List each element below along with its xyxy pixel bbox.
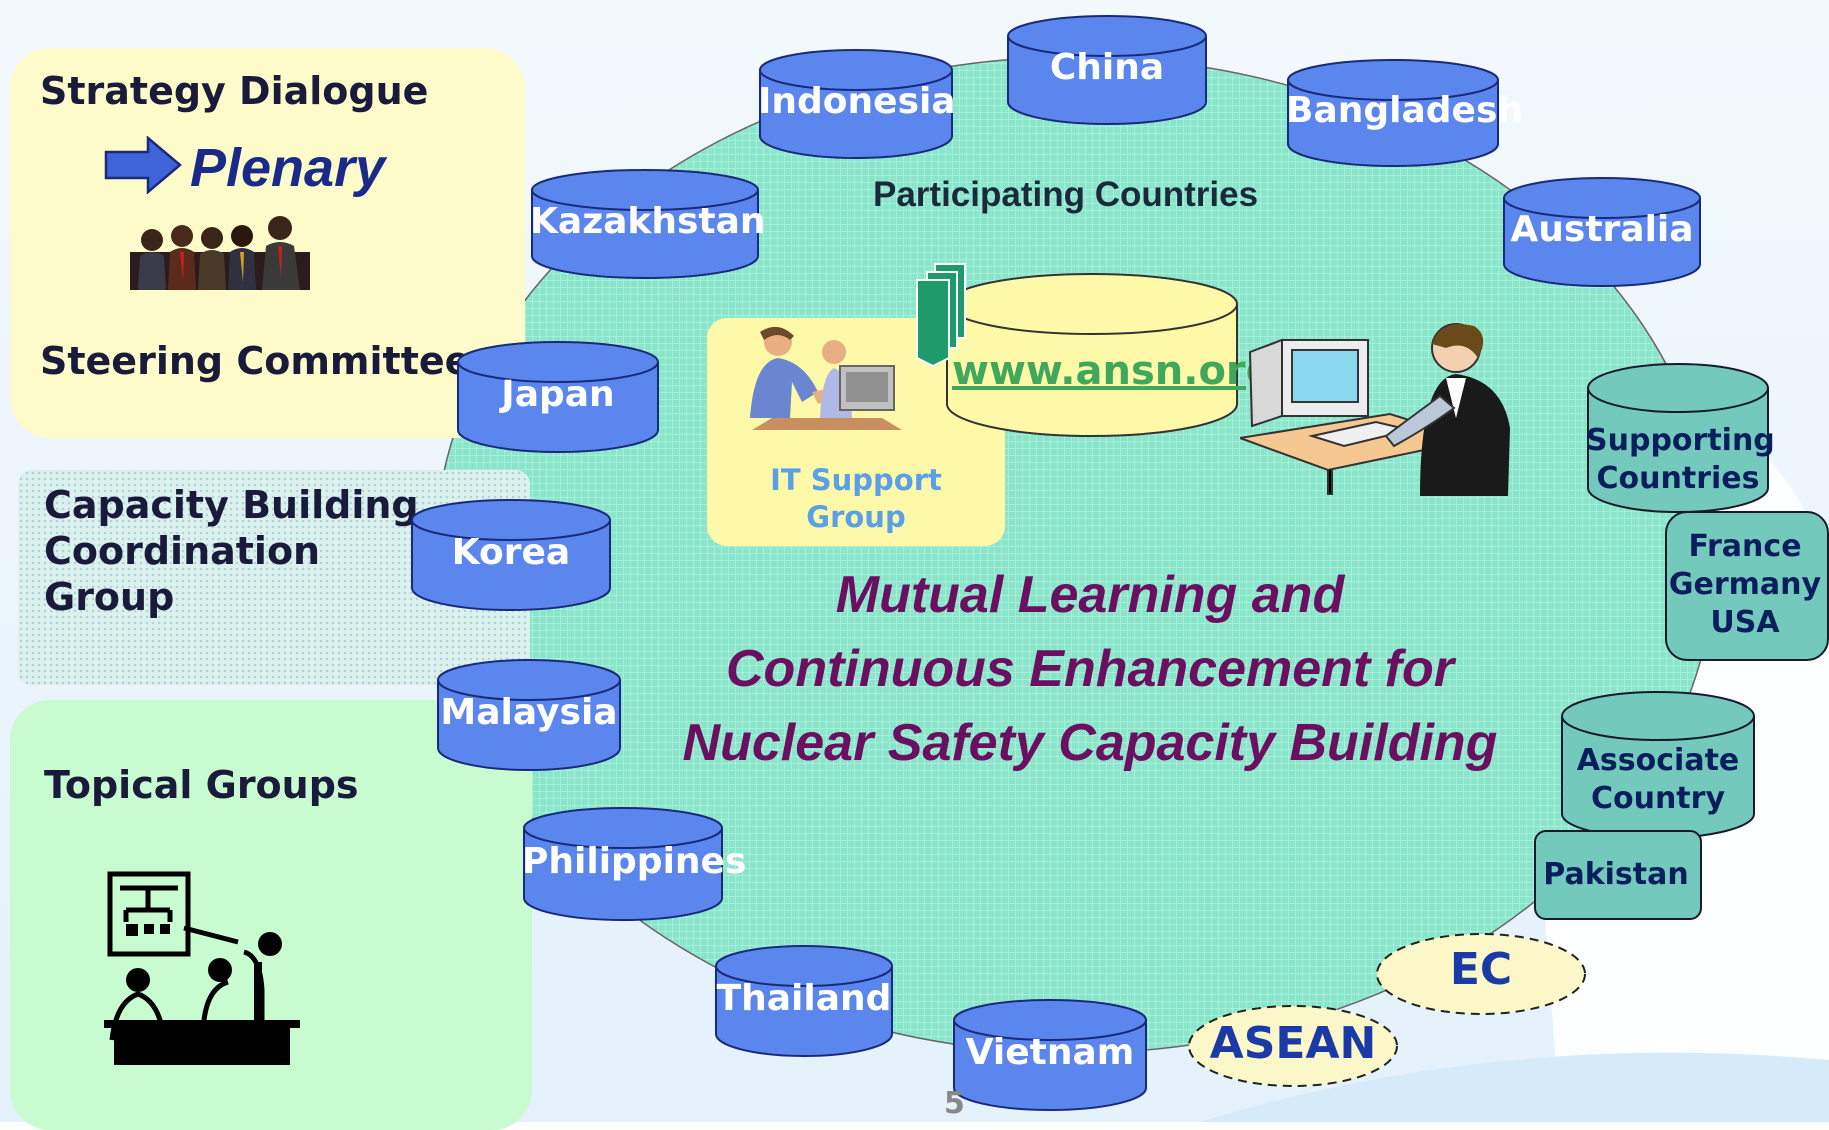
capacity-building-label: Capacity Building Coordination Group: [44, 483, 419, 619]
governance-panel: [10, 48, 525, 438]
country-label: Japan: [501, 374, 615, 415]
org-ec: EC: [1449, 944, 1513, 995]
plenary-label: Plenary: [190, 138, 386, 198]
supporting-members-list: France Germany USA: [1665, 528, 1825, 642]
right-arrow-icon: [104, 136, 182, 194]
country-cylinder-shape: [523, 807, 723, 921]
ansn-database-icon: [946, 273, 1238, 437]
steering-committee-label: Steering Committee: [40, 339, 471, 383]
country-label: Kazakhstan: [530, 201, 766, 242]
country-thailand: Thailand: [714, 944, 894, 1057]
center-text-line-3: Nuclear Safety Capacity Building: [682, 714, 1498, 772]
country-cylinder-shape: [531, 169, 759, 279]
country-label: Australia: [1510, 209, 1694, 250]
country-cylinder-shape: [1287, 59, 1499, 167]
pakistan-box: [1534, 830, 1702, 920]
center-text-line-1: Mutual Learning and: [835, 566, 1345, 624]
country-label: Malaysia: [440, 692, 618, 733]
participating-countries-label: Participating Countries: [873, 175, 1259, 214]
supporting-countries-cylinder: [1587, 363, 1769, 513]
associate-member-pakistan: Pakistan: [1543, 857, 1689, 892]
country-label: Vietnam: [965, 1032, 1135, 1073]
presentation-meeting-icon: [104, 871, 300, 1065]
country-label: China: [1049, 47, 1165, 88]
associate-country-cylinder: [1561, 691, 1755, 839]
country-label: Bangladesh: [1286, 90, 1524, 131]
country-cylinder-shape: [953, 999, 1147, 1111]
country-cylinder-shape: [457, 341, 659, 453]
country-cylinder-shape: [1007, 15, 1207, 125]
country-cylinder-shape: [411, 499, 611, 611]
country-cylinder-shape: [437, 659, 621, 771]
center-text-line-2: Continuous Enhancement for: [726, 640, 1454, 698]
org-asean: ASEAN: [1209, 1018, 1377, 1069]
associate-country-label: Associate Country: [1576, 743, 1740, 816]
supporting-countries-label: Supporting Countries: [1586, 423, 1775, 496]
country-australia: Australia: [1502, 176, 1702, 287]
country-cylinder-shape: [715, 945, 893, 1057]
strategy-dialogue-label: Strategy Dialogue: [40, 69, 429, 113]
supporting-member-france: France: [1688, 529, 1802, 564]
country-japan: Japan: [456, 340, 660, 453]
country-cylinder-shape: [759, 49, 953, 159]
country-malaysia: Malaysia: [436, 658, 622, 771]
supporting-member-usa: USA: [1710, 605, 1780, 640]
page-number: 5: [944, 1086, 965, 1121]
website-link[interactable]: www.ansn.org: [952, 348, 1275, 394]
country-label: Philippines: [522, 841, 747, 882]
computer-user-image: [1240, 323, 1510, 496]
country-bangladesh: Bangladesh: [1286, 58, 1524, 167]
supporting-member-germany: Germany: [1668, 567, 1822, 602]
country-korea: Korea: [410, 498, 612, 611]
country-label: Indonesia: [758, 81, 956, 122]
plenary-people-image: [130, 216, 310, 290]
supporting-members-box: [1665, 511, 1829, 661]
country-china: China: [1006, 14, 1208, 125]
country-label: Korea: [451, 532, 571, 573]
country-label: Thailand: [716, 978, 892, 1019]
topical-groups-label: Topical Groups: [44, 763, 359, 807]
it-support-people-image: [750, 326, 902, 430]
country-kazakhstan: Kazakhstan: [530, 168, 766, 279]
country-cylinder-shape: [1503, 177, 1701, 287]
documents-icon: [916, 263, 966, 368]
organizations-ellipses: [1188, 933, 1586, 1087]
country-indonesia: Indonesia: [758, 48, 956, 159]
country-vietnam: Vietnam: [952, 998, 1148, 1111]
it-support-label: IT Support Group: [770, 463, 942, 534]
country-philippines: Philippines: [522, 806, 747, 921]
